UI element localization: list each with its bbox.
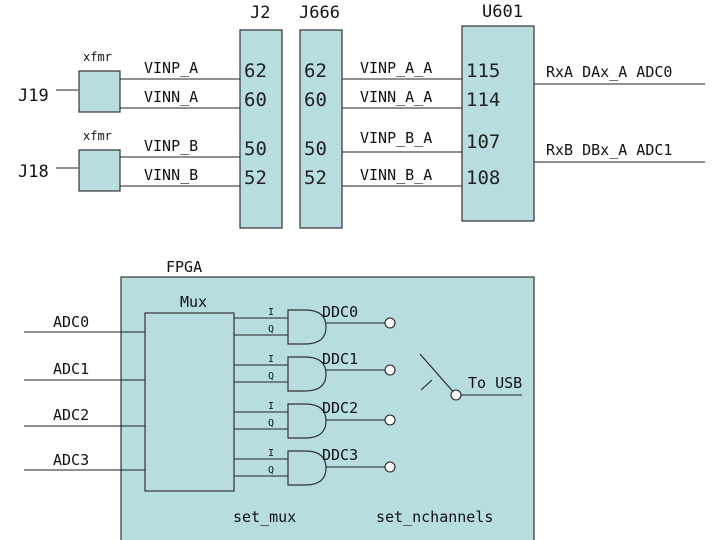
ddc1-block — [287, 356, 327, 392]
ddc0-q-label: Q — [268, 324, 274, 335]
label-rxb: RxB DBx_A ADC1 — [546, 141, 672, 159]
set-mux-label: set_mux — [233, 508, 296, 526]
j666-pin-62: 62 — [304, 60, 327, 82]
ddc2-block — [287, 403, 327, 439]
xfmr-b-label: xfmr — [83, 129, 112, 143]
adc3-label: ADC3 — [53, 451, 89, 469]
label-vinn-a: VINN_A — [144, 88, 198, 106]
adc0-label: ADC0 — [53, 313, 89, 331]
j19-label: J19 — [18, 86, 49, 106]
ddc1-terminal — [384, 364, 396, 376]
ddc3-block — [287, 450, 327, 486]
ddc0-label: DDC0 — [322, 303, 358, 321]
ddc0-block — [287, 309, 327, 345]
u601-label: U601 — [482, 2, 523, 22]
ddc3-terminal — [384, 461, 396, 473]
mux-box — [144, 312, 235, 492]
ddc1-label: DDC1 — [322, 350, 358, 368]
label-vinn-a-a: VINN_A_A — [360, 88, 432, 106]
label-vinp-a-a: VINP_A_A — [360, 59, 432, 77]
j2-pin-50: 50 — [244, 138, 267, 160]
switch-arrow — [420, 379, 433, 391]
label-vinp-b-a: VINP_B_A — [360, 129, 432, 147]
j666-pin-60: 60 — [304, 89, 327, 111]
ddc0-i-label: I — [268, 307, 274, 318]
label-vinn-b-a: VINN_B_A — [360, 166, 432, 184]
set-nchannels-label: set_nchannels — [376, 508, 493, 526]
to-usb-label: To USB — [468, 374, 522, 392]
u601-pin-115: 115 — [466, 60, 500, 82]
switch-arm — [419, 353, 457, 396]
u601-pin-108: 108 — [466, 167, 500, 189]
j2-label: J2 — [250, 3, 270, 23]
ddc1-q-label: Q — [268, 371, 274, 382]
ddc1-i-label: I — [268, 354, 274, 365]
adc2-label: ADC2 — [53, 406, 89, 424]
j18-label: J18 — [18, 162, 49, 182]
u601-pin-114: 114 — [466, 89, 500, 111]
j666-pin-50: 50 — [304, 138, 327, 160]
xfmr-b-box — [78, 149, 121, 192]
ddc2-label: DDC2 — [322, 399, 358, 417]
label-vinp-a: VINP_A — [144, 59, 198, 77]
j2-box — [239, 29, 283, 229]
ddc2-i-label: I — [268, 401, 274, 412]
switch-pivot — [450, 389, 462, 401]
ddc2-q-label: Q — [268, 418, 274, 429]
j666-label: J666 — [299, 3, 340, 23]
mux-label: Mux — [180, 293, 207, 311]
u601-pin-107: 107 — [466, 131, 500, 153]
fpga-title: FPGA — [166, 258, 202, 276]
label-vinp-b: VINP_B — [144, 137, 198, 155]
ddc2-terminal — [384, 414, 396, 426]
adc1-label: ADC1 — [53, 360, 89, 378]
j2-pin-62: 62 — [244, 60, 267, 82]
j666-pin-52: 52 — [304, 167, 327, 189]
ddc3-q-label: Q — [268, 465, 274, 476]
xfmr-a-label: xfmr — [83, 50, 112, 64]
label-vinn-b: VINN_B — [144, 166, 198, 184]
xfmr-a-box — [78, 70, 121, 113]
ddc3-label: DDC3 — [322, 446, 358, 464]
j2-pin-60: 60 — [244, 89, 267, 111]
ddc0-terminal — [384, 317, 396, 329]
j2-pin-52: 52 — [244, 167, 267, 189]
j666-box — [299, 29, 343, 229]
label-rxa: RxA DAx_A ADC0 — [546, 63, 672, 81]
u601-box — [461, 25, 535, 222]
ddc3-i-label: I — [268, 448, 274, 459]
